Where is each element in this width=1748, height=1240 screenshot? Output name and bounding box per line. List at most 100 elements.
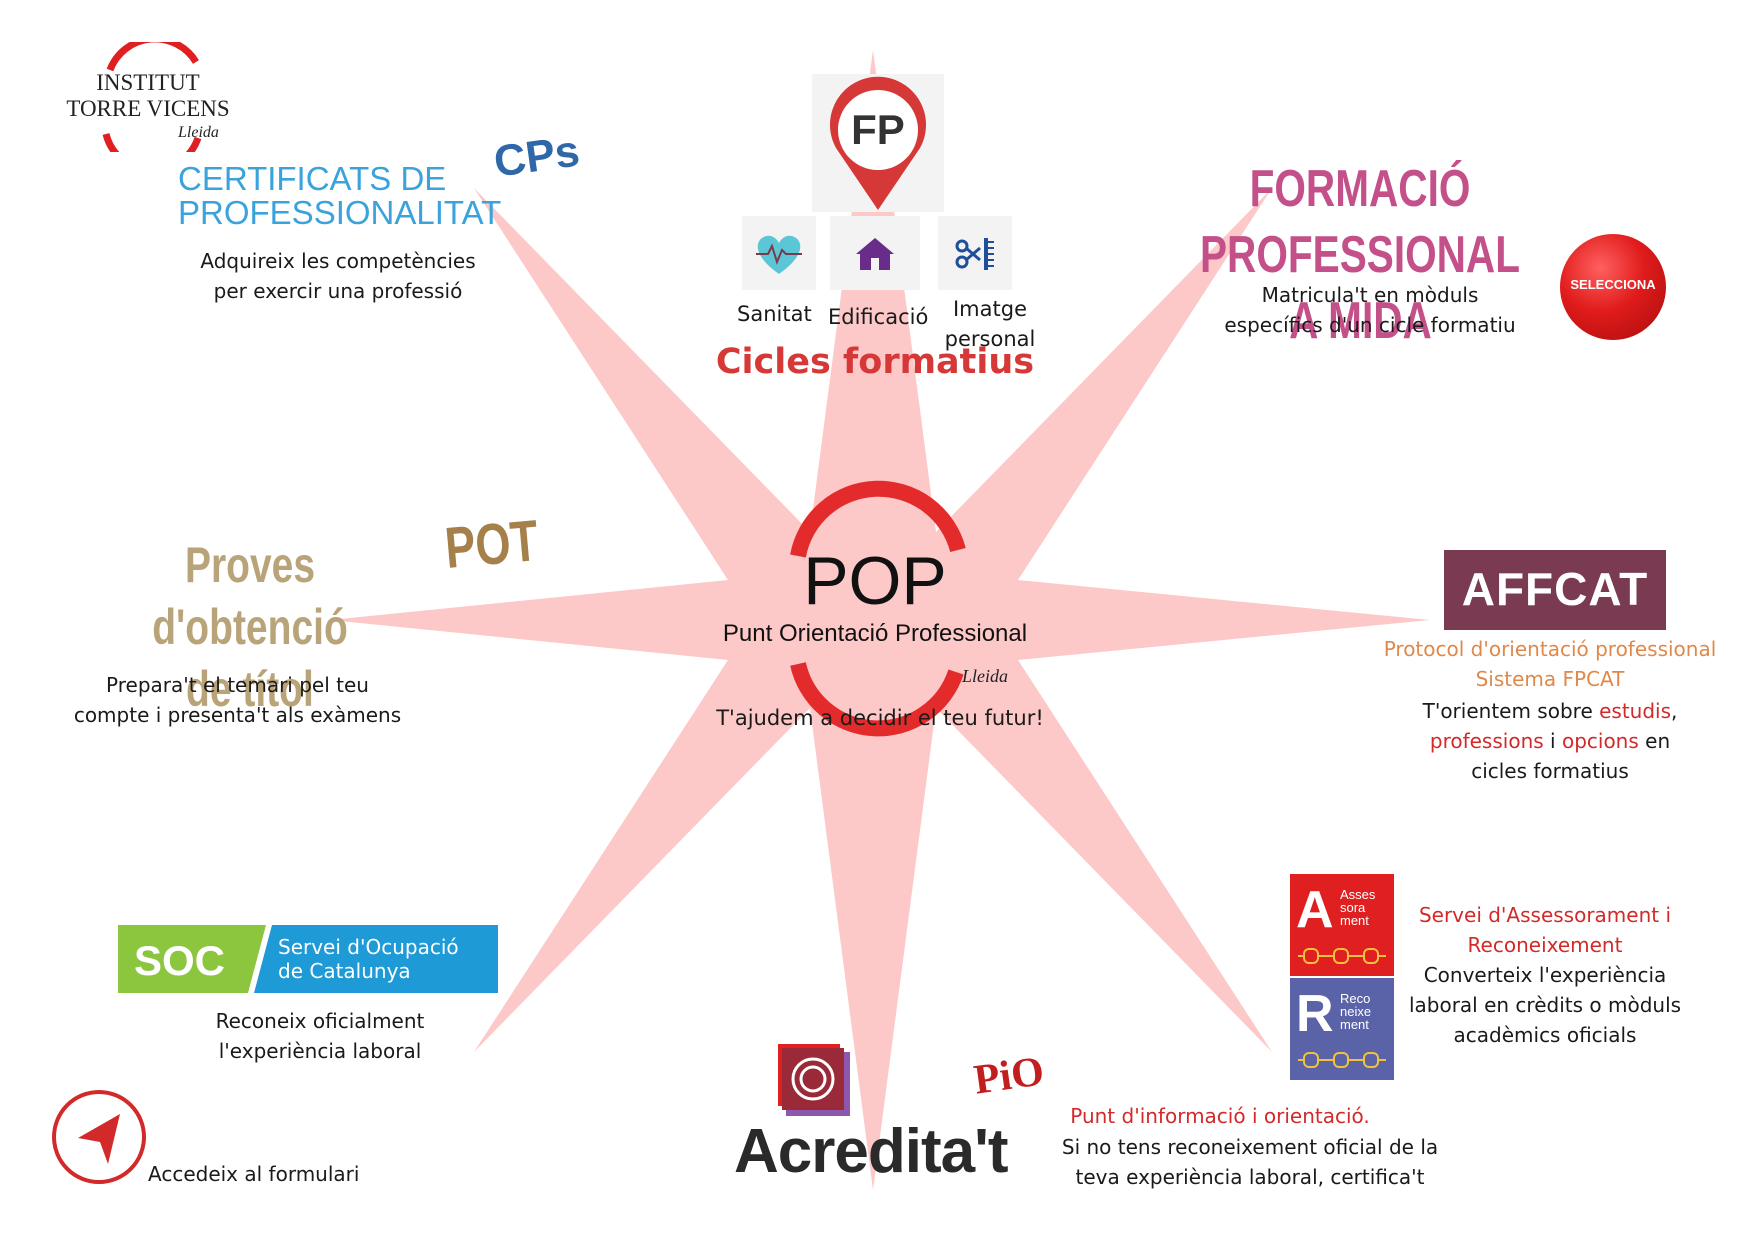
pio-logo: PiO (971, 1048, 1047, 1104)
assessorament-description: Converteix l'experiència laboral en crèd… (1395, 960, 1695, 1050)
selecciona-label: SELECCIONA (1570, 277, 1656, 292)
soc-logo-bg (118, 925, 498, 993)
pop-tagline: T'ajudem a decidir el teu futur! (716, 706, 1044, 730)
affcat-desc-text: T'orientem sobre (1422, 699, 1600, 723)
logo-line-3: Lleida (178, 124, 219, 141)
cursor-arrow-icon (78, 1114, 120, 1164)
pop-acronym: POP (803, 543, 947, 619)
soc-short: SOC (134, 937, 226, 984)
soc-desc-line-1: Reconeix oficialment (215, 1009, 425, 1033)
fp-item-imatge: Imatge personal (935, 294, 1045, 354)
cps-title-line-1: CERTIFICATS DE (178, 160, 447, 197)
acredita-desc-line-1: Si no tens reconeixement oficial de la (1061, 1135, 1439, 1159)
soc-description: Reconeix oficialment l'experiència labor… (170, 1006, 470, 1066)
affcat-subtitle-line-1: Protocol d'orientació professional (1383, 637, 1717, 661)
assessorament-logo: A Asses sora ment (1290, 874, 1394, 976)
soc-name: Servei d'Ocupació de Catalunya (278, 935, 459, 983)
edificacio-tile (830, 216, 920, 290)
mida-desc-line-2: específics d'un cicle formatiu (1224, 313, 1516, 337)
fp-item-sanitat: Sanitat (737, 302, 812, 326)
assess-r-text-3: ment (1340, 1017, 1369, 1032)
assess-a-text-3: ment (1340, 913, 1369, 928)
fp-pin-text: FP (851, 106, 905, 153)
mida-desc-line-1: Matricula't en mòduls (1261, 283, 1479, 307)
cps-title: CERTIFICATS DE PROFESSIONALITAT (178, 162, 501, 230)
affcat-desc-professions: professions (1429, 729, 1544, 753)
pop-name: Punt Orientació Professional (722, 620, 1028, 647)
affcat-desc-opcions: opcions (1561, 729, 1639, 753)
pop-city: Lleida (962, 666, 1009, 686)
pot-desc-line-1: Prepara't el temari pel teu (106, 673, 369, 697)
cps-desc-line-1: Adquireix les competències (200, 249, 476, 273)
pot-title-line-1: Proves d'obtenció (152, 537, 348, 655)
affcat-desc-i: i (1543, 729, 1562, 753)
pot-badge-text: POT (442, 508, 541, 581)
cps-desc-line-2: per exercir una professió (213, 279, 463, 303)
affcat-desc-line-3: cicles formatius (1471, 759, 1629, 783)
acredita-desc-line-2: teva experiència laboral, certifica't (1075, 1165, 1425, 1189)
fp-pin-box: FP (812, 74, 944, 212)
form-link-button[interactable] (52, 1090, 146, 1184)
assess-r-text-1: Reco (1340, 991, 1371, 1006)
affcat-desc-en: en (1638, 729, 1671, 753)
form-link-label[interactable]: Accedeix al formulari (148, 1162, 360, 1186)
acredita-icon (778, 1044, 850, 1116)
acredita-wordmark: Acredita't (734, 1117, 1008, 1186)
cps-description: Adquireix les competències per exercir u… (168, 246, 508, 306)
affcat-description: T'orientem sobre estudis, professions i … (1390, 696, 1710, 786)
affcat-desc-estudis: estudis (1599, 699, 1672, 723)
soc-name-line-2: de Catalunya (278, 959, 411, 983)
fp-pin-icon (830, 76, 926, 210)
pot-desc-line-2: compte i presenta't als exàmens (73, 703, 402, 727)
sanitat-tile (742, 216, 816, 290)
assess-desc-line-3: acadèmics oficials (1453, 1023, 1637, 1047)
reconeixement-letter: R (1296, 985, 1334, 1043)
fp-item-edificacio: Edificació (828, 305, 929, 329)
fp-item-imatge-line-2: personal (944, 327, 1036, 351)
house-icon (856, 238, 894, 270)
acredita-description: Si no tens reconeixement oficial de la t… (1040, 1132, 1460, 1192)
assessorament-text: Asses sora ment (1340, 888, 1375, 927)
reconeixement-chain-icon (1298, 1052, 1386, 1068)
pot-title: Proves d'obtenció de títol (60, 534, 440, 720)
affcat-logo: AFFCAT (1444, 550, 1666, 630)
assess-a-text-1: Asses (1340, 887, 1376, 902)
mida-title-line-1: FORMACIÓ PROFESSIONAL (1199, 160, 1520, 284)
soc-name-line-1: Servei d'Ocupació (278, 935, 459, 959)
mida-description: Matricula't en mòduls específics d'un ci… (1190, 280, 1550, 340)
assessorament-letter: A (1296, 881, 1334, 939)
cicles-formatius-title: Cicles formatius (715, 342, 1035, 382)
soc-desc-line-2: l'experiència laboral (218, 1039, 422, 1063)
assess-desc-line-2: laboral en crèdits o mòduls (1408, 993, 1682, 1017)
pot-title-line-2: de títol (186, 661, 314, 717)
pot-badge: POT (429, 505, 554, 583)
affcat-subtitle: Protocol d'orientació professional Siste… (1370, 634, 1730, 694)
affcat-desc-comma: , (1671, 699, 1678, 723)
assess-title-line-2: Reconeixement (1467, 933, 1623, 957)
assess-a-text-2: sora (1340, 900, 1366, 915)
reconeixement-text: Reco neixe ment (1340, 992, 1371, 1031)
assessorament-title: Servei d'Assessorament i Reconeixement (1395, 900, 1695, 960)
mida-title: FORMACIÓ PROFESSIONAL A MIDA (1110, 156, 1610, 354)
fp-item-imatge-line-1: Imatge (952, 297, 1027, 321)
mida-title-line-2: A MIDA (1288, 292, 1432, 350)
pot-description: Prepara't el temari pel teu compte i pre… (55, 670, 420, 730)
affcat-subtitle-line-2: Sistema FPCAT (1475, 667, 1625, 691)
assessorament-chain-icon (1298, 948, 1386, 964)
assess-r-text-2: neixe (1340, 1004, 1372, 1019)
pio-title: Punt d'informació i orientació. (1070, 1104, 1370, 1128)
assess-title-line-1: Servei d'Assessorament i (1418, 903, 1672, 927)
logo-line-2: TORRE VICENS (66, 96, 230, 121)
affcat-logo-text: AFFCAT (1461, 563, 1649, 615)
cps-title-line-2: PROFESSIONALITAT (178, 194, 502, 231)
scissors-comb-icon (955, 238, 994, 270)
logo-line-1: INSTITUT (96, 70, 200, 95)
eight-point-star (330, 50, 1430, 1190)
reconeixement-logo: R Reco neixe ment (1290, 978, 1394, 1080)
soc-logo: SOC Servei d'Ocupació de Catalunya (118, 925, 498, 993)
heart-pulse-icon (756, 235, 802, 274)
assess-desc-line-1: Converteix l'experiència (1423, 963, 1667, 987)
selecciona-button[interactable]: SELECCIONA (1560, 234, 1666, 340)
